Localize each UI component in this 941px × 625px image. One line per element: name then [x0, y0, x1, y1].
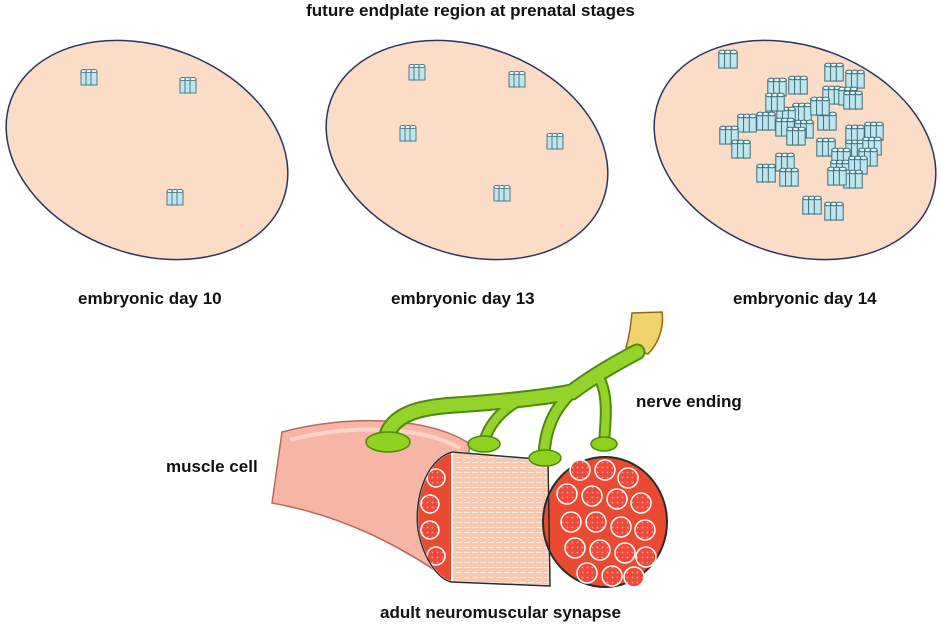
- myofibril-bundle: [564, 537, 586, 559]
- myofibril-bundle: [610, 516, 632, 538]
- endplate-region-e10: [5, 39, 289, 261]
- myofibril-bundle: [426, 546, 446, 566]
- receptor-cluster-e10: [80, 68, 197, 206]
- receptor-icon: [80, 68, 98, 86]
- nerve-ending-illustration: [365, 311, 664, 467]
- myofibril-bundle: [420, 520, 440, 540]
- receptor-icon: [779, 167, 799, 187]
- myofibril-bundles-left: [420, 468, 446, 566]
- nerve-terminal: [528, 449, 562, 467]
- myofibril-bundle: [617, 467, 639, 489]
- myofibril-bundle: [560, 511, 582, 533]
- stage-label-e10: embryonic day 10: [78, 289, 222, 308]
- myofibril-bundle: [635, 546, 657, 568]
- receptor-icon: [399, 124, 417, 142]
- synapse-caption: adult neuromuscular synapse: [380, 603, 621, 622]
- receptor-icon: [408, 63, 426, 81]
- nerve-terminal: [467, 435, 501, 453]
- receptor-icon: [765, 92, 785, 112]
- myofibril-bundle: [426, 468, 446, 488]
- receptor-icon: [827, 166, 847, 186]
- myofibril-bundle: [630, 492, 652, 514]
- receptor-icon: [858, 147, 878, 167]
- axon-sheath: [625, 311, 664, 355]
- nerve-terminal: [590, 436, 618, 452]
- myofibril-bundle: [606, 488, 628, 510]
- receptor-icon: [845, 69, 865, 89]
- receptor-icon: [786, 126, 806, 146]
- myofibril-bundle: [601, 565, 623, 587]
- receptor-icon: [756, 111, 776, 131]
- myofibril-bundle: [623, 566, 645, 588]
- receptor-icon: [848, 155, 868, 175]
- myofibril-bundle: [589, 539, 611, 561]
- receptor-icon: [845, 124, 865, 144]
- muscle-cell-label: muscle cell: [166, 457, 258, 476]
- myofibril-bundle: [581, 485, 603, 507]
- receptor-icon: [843, 90, 863, 110]
- receptor-icon: [493, 184, 511, 202]
- receptor-icon: [718, 49, 738, 69]
- myofibril-bundle: [556, 483, 578, 505]
- diagram-title: future endplate region at prenatal stage…: [306, 1, 635, 20]
- receptor-icon: [843, 169, 863, 189]
- receptor-icon: [824, 201, 844, 221]
- receptor-icon: [802, 195, 822, 215]
- nerve-terminal: [365, 431, 411, 453]
- receptor-icon: [824, 62, 844, 82]
- receptor-cluster-e13: [399, 63, 564, 202]
- receptor-icon: [831, 147, 851, 167]
- receptor-icon: [546, 132, 564, 150]
- myofibril-bundle: [585, 511, 607, 533]
- endplate-region-e13: [325, 39, 609, 261]
- receptor-icon: [756, 163, 776, 183]
- myofibril-bundle: [594, 459, 616, 481]
- myofibril-bundle: [614, 542, 636, 564]
- stage-label-e13: embryonic day 13: [391, 289, 535, 308]
- receptor-icon: [508, 70, 526, 88]
- receptor-icon: [864, 121, 884, 141]
- receptor-icon: [810, 96, 830, 116]
- receptor-icon: [788, 75, 808, 95]
- endplate-region-e14: [653, 39, 937, 261]
- myofibril-bundle: [634, 519, 656, 541]
- muscle-cell-illustration: [271, 419, 668, 588]
- myofibril-bundles: [556, 459, 657, 588]
- receptor-icon: [179, 76, 197, 94]
- receptor-icon: [731, 139, 751, 159]
- receptor-icon: [719, 125, 739, 145]
- nerve-ending-label: nerve ending: [636, 392, 742, 411]
- receptor-icon: [737, 113, 757, 133]
- receptor-icon: [166, 188, 184, 206]
- myofibril-section: [451, 450, 552, 588]
- myofibril-bundle: [576, 562, 598, 584]
- receptor-icon: [822, 85, 842, 105]
- stage-label-e14: embryonic day 14: [733, 289, 877, 308]
- myofibril-bundle: [569, 459, 591, 481]
- receptor-icon: [775, 152, 795, 172]
- myofibril-bundle: [420, 494, 440, 514]
- receptor-cluster-e14: [718, 49, 884, 221]
